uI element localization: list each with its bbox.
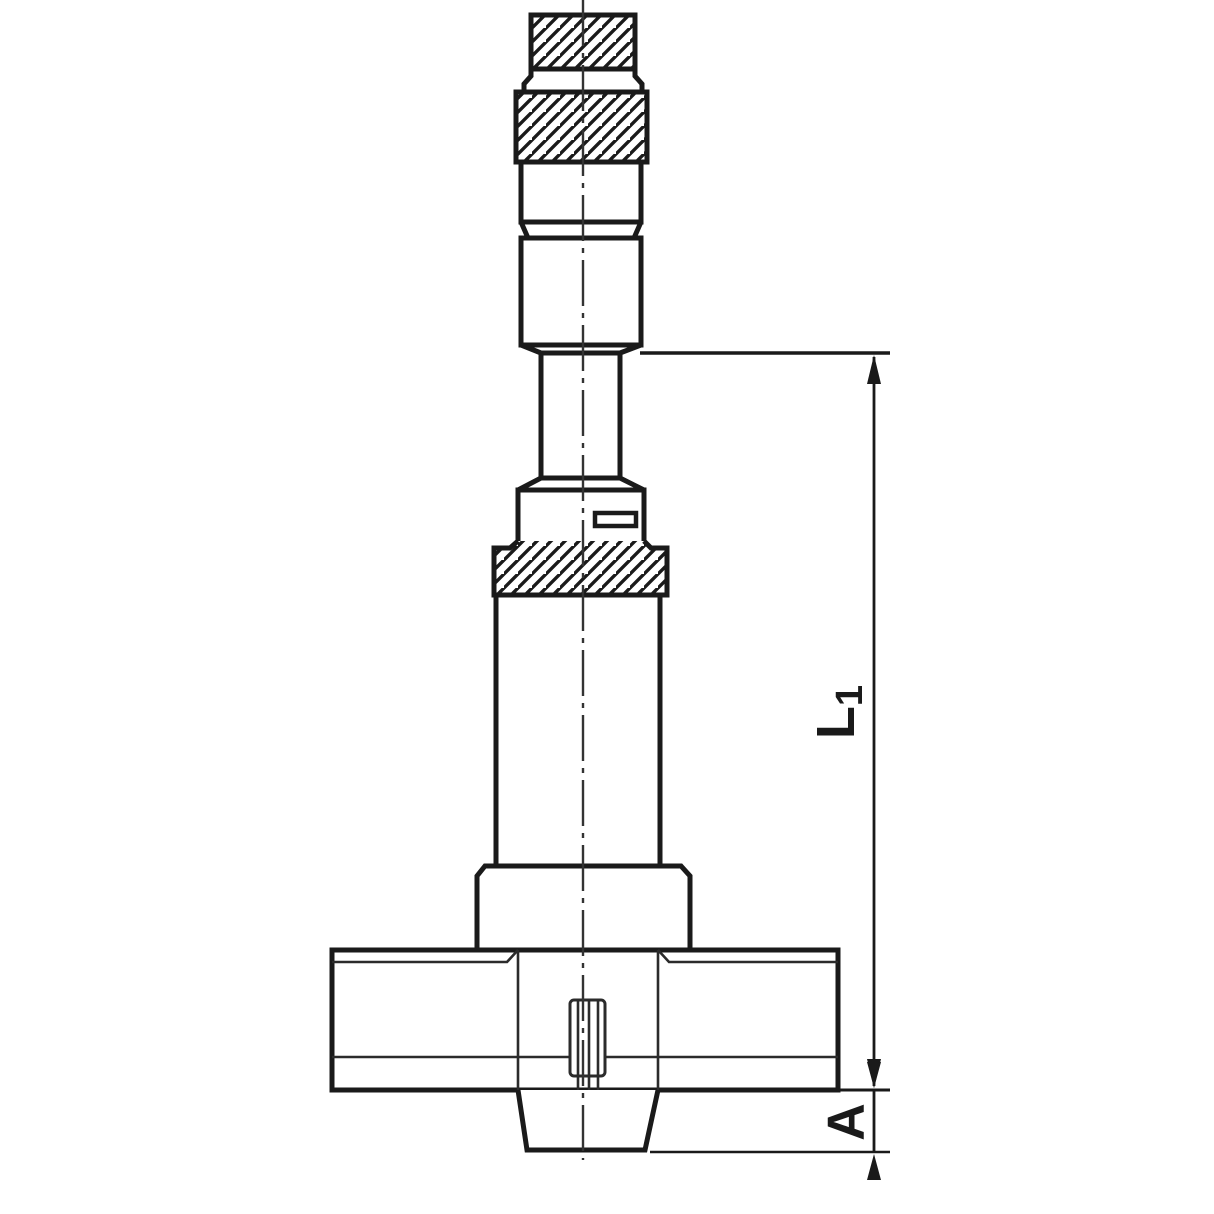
dimension-label-L1-subscript: 1: [829, 685, 871, 706]
arrowhead-L1-top: [867, 355, 881, 384]
arrowhead-A-top: [867, 1062, 881, 1088]
dimension-group: [640, 351, 890, 1180]
main-body: [493, 592, 663, 869]
svg-text:L1: L1: [806, 685, 871, 739]
upper-neck: [521, 69, 645, 92]
locking-knurled-nut: [513, 89, 650, 165]
bottom-locating-cone: [515, 1089, 661, 1153]
identification-marking: [592, 510, 639, 529]
adjusting-knurled-ring: [491, 539, 670, 598]
dimension-label-L1-text: L: [806, 706, 866, 739]
dimension-label-A-text: A: [818, 1103, 876, 1141]
arrowhead-A-bottom: [867, 1154, 881, 1180]
dimension-label-L1: L1: [806, 685, 871, 739]
clamp-collar: [515, 487, 647, 551]
mid-barrel: [518, 235, 644, 356]
dimension-label-A: A: [818, 1103, 876, 1141]
central-bore-boss: [568, 998, 607, 1090]
part-outline-group: [329, 12, 841, 1153]
narrow-shaft: [516, 350, 646, 493]
